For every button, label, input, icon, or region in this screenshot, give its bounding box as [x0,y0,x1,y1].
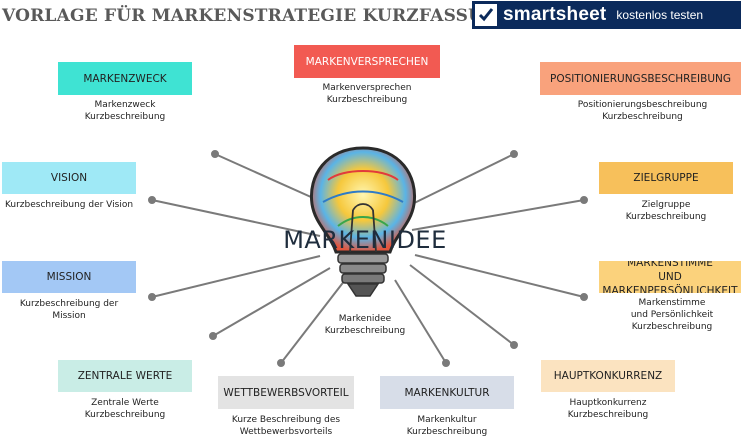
markenkultur-desc: Markenkultur Kurzbeschreibung [406,415,488,437]
banner-brand: smartsheet [503,4,607,25]
positionierung-label: POSITIONIERUNGSBESCHREIBUNG [550,72,731,85]
connector-markenstimme [414,254,585,298]
markenkultur-label: MARKENKULTUR [404,386,490,399]
lightbulb-icon [298,140,428,314]
vision-desc: Kurzbeschreibung der Vision [4,200,134,210]
connector-positionierung [399,153,515,211]
zentrale-werte-desc: Zentrale Werte Kurzbeschreibung [84,398,166,420]
vision-box[interactable]: VISION [2,162,136,194]
wettbewerbsvorteil-label: WETTBEWERBSVORTEIL [223,386,349,399]
center-desc: Markenidee Kurzbeschreibung [324,314,406,336]
zielgruppe-label: ZIELGRUPPE [633,172,699,184]
markenstimme-box[interactable]: MARKENSTIMME UND MARKENPERSÖNLICHKEIT [599,261,741,293]
markenversprechen-label: MARKENVERSPRECHEN [305,55,429,68]
page-title: VORLAGE FÜR MARKENSTRATEGIE KURZFASSUNG [2,6,514,26]
connector-hauptkonkurrenz [409,264,515,346]
markenzweck-label: MARKENZWECK [83,72,167,85]
mission-box[interactable]: MISSION [2,261,136,293]
banner-cta[interactable]: kostenlos testen [616,8,704,22]
check-icon [475,4,497,26]
zentrale-werte-label: ZENTRALE WERTE [77,370,173,382]
mission-label: MISSION [46,271,92,283]
markenstimme-label: MARKENSTIMME UND MARKENPERSÖNLICHKEIT [602,261,738,293]
zentrale-werte-box[interactable]: ZENTRALE WERTE [58,360,192,392]
center-label: MARKENIDEE [283,226,447,254]
hauptkonkurrenz-desc: Hauptkonkurrenz Kurzbeschreibung [567,398,649,420]
connector-zentrale-werte [212,267,331,337]
mission-desc: Kurzbeschreibung der Mission [19,299,119,321]
markenstimme-desc: Markenstimme und Persönlichkeit Kurzbesc… [630,298,714,332]
markenversprechen-desc: Markenversprechen Kurzbeschreibung [322,83,412,105]
smartsheet-banner[interactable]: smartsheet kostenlos testen [472,1,741,29]
connector-markenkultur [394,279,447,364]
wettbewerbsvorteil-desc: Kurze Beschreibung des Wettbewerbsvortei… [231,415,341,437]
zielgruppe-box[interactable]: ZIELGRUPPE [599,162,733,194]
markenkultur-box[interactable]: MARKENKULTUR [380,376,514,409]
hauptkonkurrenz-box[interactable]: HAUPTKONKURRENZ [541,360,675,392]
positionierung-desc: Positionierungsbeschreibung Kurzbeschrei… [577,100,708,122]
connector-mission [151,255,321,298]
markenzweck-desc: Markenzweck Kurzbeschreibung [84,100,166,122]
hauptkonkurrenz-label: HAUPTKONKURRENZ [553,370,663,382]
markenzweck-box[interactable]: MARKENZWECK [58,62,192,95]
vision-label: VISION [50,172,88,184]
markenversprechen-box[interactable]: MARKENVERSPRECHEN [294,45,440,78]
connector-wettbewerbsvorteil [280,279,346,364]
connector-vision [151,199,321,237]
positionierung-box[interactable]: POSITIONIERUNGSBESCHREIBUNG [540,62,741,95]
wettbewerbsvorteil-box[interactable]: WETTBEWERBSVORTEIL [218,376,354,409]
connector-zielgruppe [411,199,585,231]
zielgruppe-desc: Zielgruppe Kurzbeschreibung [625,200,707,222]
